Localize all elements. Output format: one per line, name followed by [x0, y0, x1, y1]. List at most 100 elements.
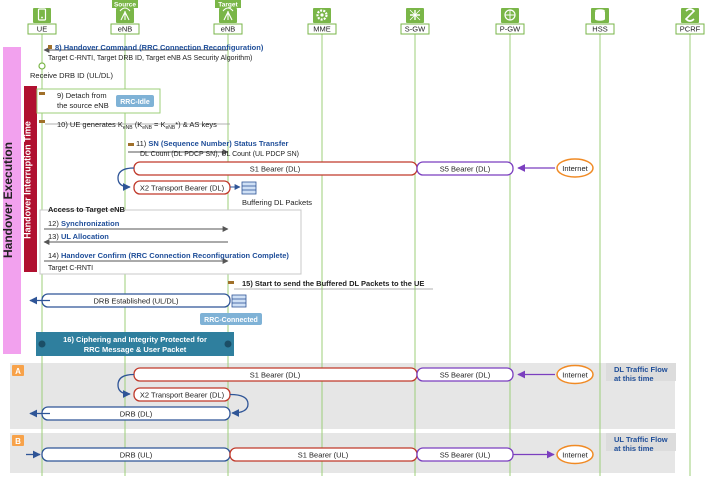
internet-a-label: Internet	[562, 371, 588, 380]
ul-flow-label-bg	[606, 433, 676, 451]
step9-line2: the source eNB	[57, 101, 109, 110]
step16-line1: 16) Ciphering and Integrity Protected fo…	[63, 335, 207, 344]
access-target-label: Access to Target eNB	[48, 205, 126, 214]
s5-bearer-dl-a-label: S5 Bearer (DL)	[440, 371, 491, 380]
internet-cloud-a	[556, 364, 594, 385]
step16-bar	[36, 332, 234, 356]
entity-label-tenb: eNB	[221, 25, 236, 34]
step14-text: 14) Handover Confirm (RRC Connection Rec…	[48, 251, 289, 260]
rrc-connected-text: RRC-Connected	[204, 317, 258, 324]
dl-flow-line2: at this time	[614, 374, 654, 383]
antenna-icon	[222, 7, 234, 21]
s5-bearer-dl-upper-label: S5 Bearer (DL)	[440, 165, 491, 174]
x2-bearer-a-label: X2 Transport Bearer (DL)	[140, 391, 225, 400]
dl-flow-label-bg	[606, 363, 676, 381]
entity-label-box	[400, 23, 430, 35]
interruption-time-label: Handover Interruption Time	[23, 121, 33, 239]
step16-line2: RRC Message & User Packet	[84, 345, 187, 354]
s1-to-x2-loop	[117, 167, 135, 191]
s1-bearer-dl-a-label: S1 Bearer (DL)	[250, 371, 301, 380]
interruption-time-bar	[24, 86, 37, 272]
step9-marker	[39, 92, 45, 95]
step11-marker	[128, 143, 134, 146]
entity-sgw: S-GW	[400, 8, 430, 35]
entity-pgw: P-GW	[495, 8, 525, 35]
step9-line1: 9) Detach from	[57, 91, 107, 100]
step10-marker	[39, 120, 45, 123]
entity-label-box	[307, 23, 337, 35]
entity-mme: MME	[307, 8, 337, 35]
step14-detail: Target C-RNTI	[48, 265, 93, 272]
entity-tag-senb: Source	[114, 2, 136, 9]
gear-icon	[316, 9, 328, 21]
entity-label-box	[110, 23, 140, 35]
entity-label-sgw: S-GW	[405, 25, 426, 34]
section-b-badge	[12, 435, 24, 446]
s5-bearer-dl-a	[416, 367, 514, 382]
entity-label-box	[675, 23, 705, 35]
entity-label-ue: UE	[37, 25, 47, 34]
ul-flow-line2: at this time	[614, 444, 654, 453]
s5-bearer-ul-b-label: S5 Bearer (UL)	[440, 451, 491, 460]
entity-label-senb: eNB	[118, 25, 133, 34]
step8-detail: Target C-RNTI, Target DRB ID, Target eNB…	[48, 55, 252, 62]
handover-execution-label: Handover Execution	[1, 142, 15, 258]
step16-right-dot	[224, 340, 232, 348]
step11-detail: DL Count (DL PDCP SN), UL Count (UL PDCP…	[140, 151, 299, 158]
entity-icon-box	[33, 8, 51, 23]
x2-to-drb-loop-a	[229, 393, 249, 417]
entity-label-box	[213, 23, 243, 35]
policy-icon	[684, 8, 696, 22]
antenna-icon	[119, 7, 131, 21]
section-a-badge	[12, 365, 24, 376]
step11-text: 11) SN (Sequence Number) Status Transfer	[136, 139, 289, 148]
entity-label-pcrf: PCRF	[680, 25, 701, 34]
section-b-badge-text: B	[15, 437, 21, 446]
entity-tag-bg	[215, 0, 241, 8]
entity-hss: HSS	[585, 8, 615, 35]
entity-ue: UE	[27, 8, 57, 35]
receive-drb-marker	[38, 62, 46, 70]
internet-upper-label: Internet	[562, 164, 588, 173]
entity-label-box	[27, 23, 57, 35]
entity-tag-tenb: Target	[218, 2, 238, 9]
step16-left-dot	[38, 340, 46, 348]
entity-label-mme: MME	[313, 25, 331, 34]
internet-cloud-upper	[556, 158, 594, 178]
internet-cloud-b	[556, 444, 594, 465]
entity-label-hss: HSS	[592, 25, 607, 34]
step15-marker	[228, 281, 234, 284]
step8-title: 8) Handover Command (RRC Connection Reco…	[55, 43, 264, 52]
entity-senb: Source eNB	[110, 0, 140, 35]
entity-label-pgw: P-GW	[500, 25, 521, 34]
buffering-label: Buffering DL Packets	[242, 198, 312, 207]
rrc-idle-badge	[116, 95, 154, 107]
handover-execution-bar	[3, 47, 21, 354]
s1-bearer-ul-b-label: S1 Bearer (UL)	[298, 451, 349, 460]
phone-icon	[37, 8, 47, 21]
s5-bearer-dl-upper	[416, 161, 514, 176]
drb-established-label: DRB Established (UL/DL)	[93, 297, 179, 306]
receive-drb-text: Receive DRB ID (UL/DL)	[30, 71, 113, 80]
buffer-stack-upper	[241, 181, 257, 195]
cross-arrows-icon	[409, 9, 421, 21]
entity-headers: UE Source eNB Target eNB MME S-GW P-GW HSS PCRF	[27, 0, 705, 35]
s1-to-x2-loop-a	[117, 373, 135, 398]
entity-tag-bg	[112, 0, 138, 8]
x2-bearer-upper-label: X2 Transport Bearer (DL)	[140, 184, 225, 193]
entity-tenb: Target eNB	[213, 0, 243, 35]
drb-dl-a-label: DRB (DL)	[120, 410, 153, 419]
internet-b-label: Internet	[562, 451, 588, 460]
step13-text: 13) UL Allocation	[48, 232, 109, 241]
entity-label-box	[495, 23, 525, 35]
rrc-idle-text: RRC-Idle	[120, 99, 150, 106]
buffer-stack-lower	[231, 294, 247, 308]
ul-flow-line1: UL Traffic Flow	[614, 435, 668, 444]
section-a-badge-text: A	[15, 367, 21, 376]
step12-text: 12) Synchronization	[48, 219, 120, 228]
s1-bearer-dl-upper-label: S1 Bearer (DL)	[250, 165, 301, 174]
database-icon	[595, 9, 605, 21]
globe-icon	[504, 9, 516, 21]
